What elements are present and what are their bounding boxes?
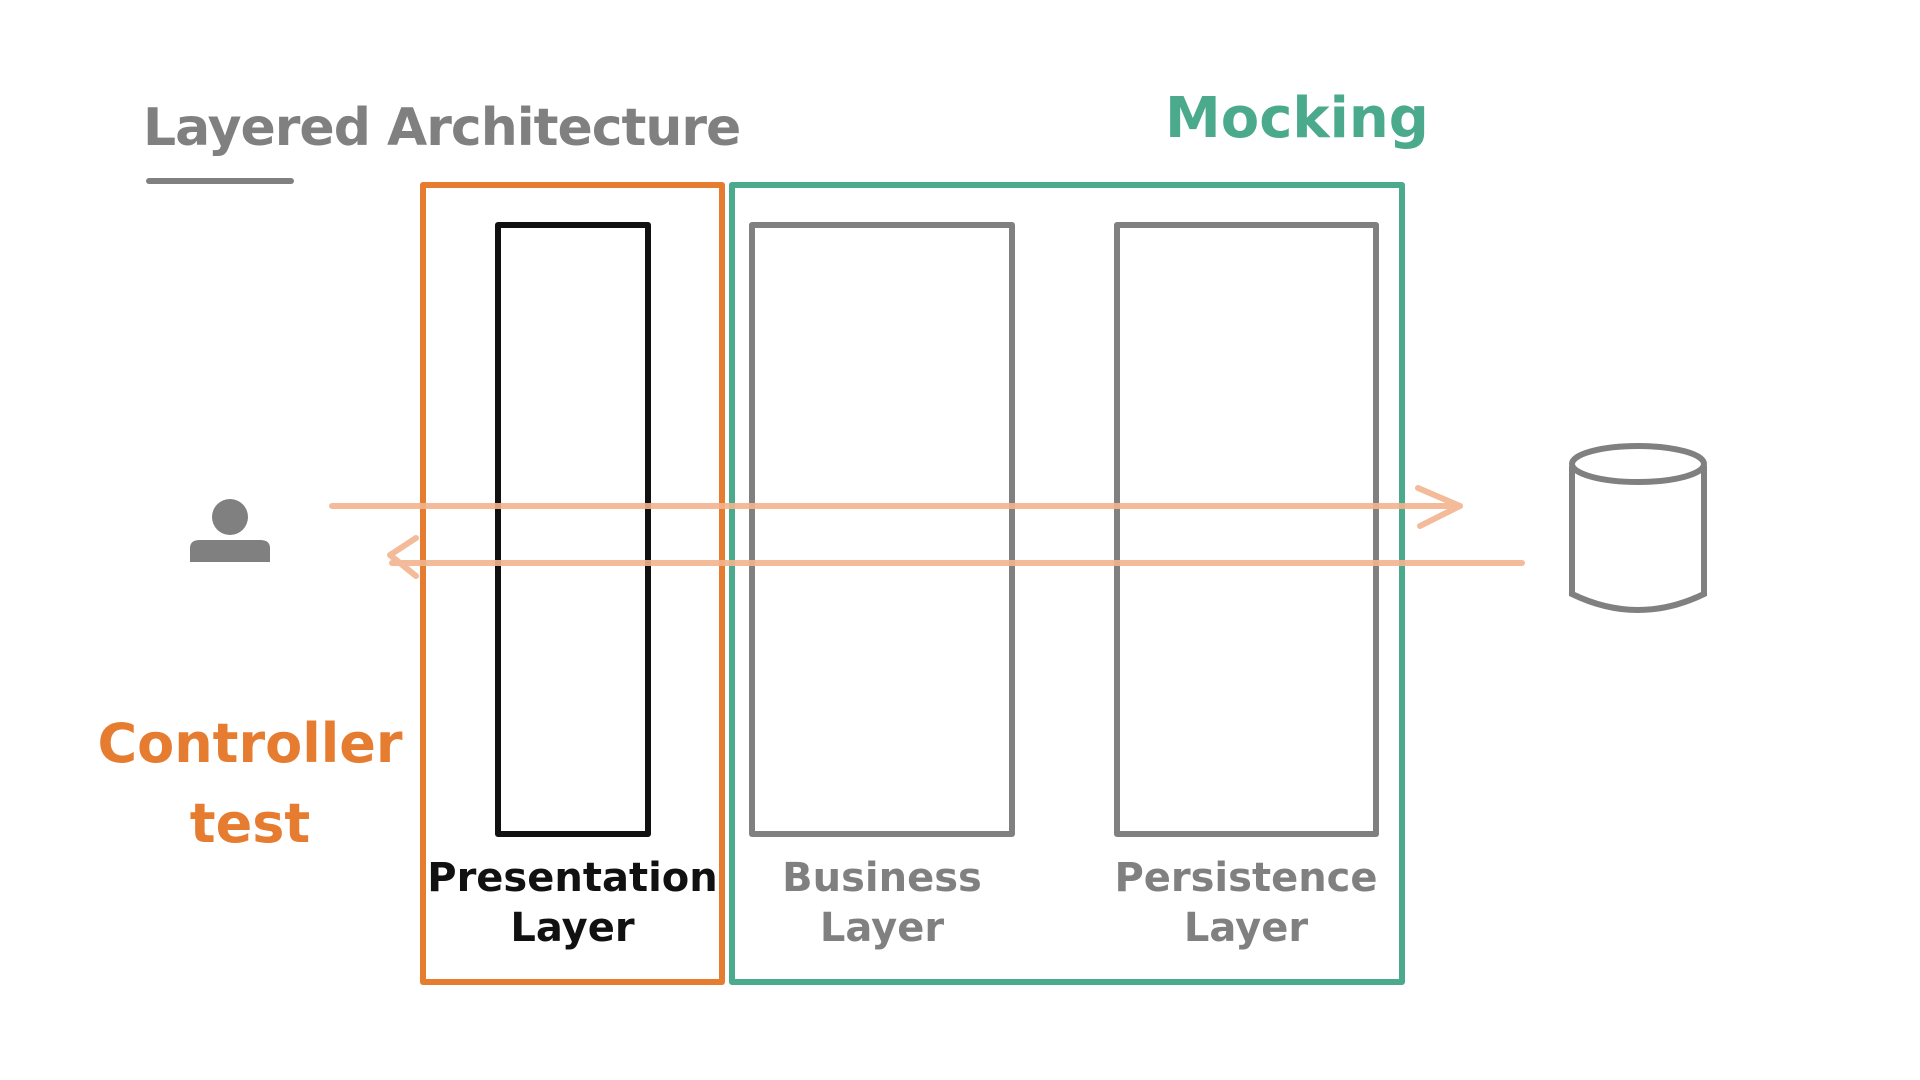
person-icon: [190, 499, 270, 562]
layer-label-line1: Business: [782, 855, 982, 901]
database-cylinder-icon: [1569, 443, 1707, 613]
persistence-layer-box: [1114, 222, 1379, 837]
controller-test-label-line1: Controller: [97, 712, 403, 775]
layer-label-line2: Layer: [510, 905, 635, 951]
presentation-layer-box: [495, 222, 651, 837]
layer-label-line1: Presentation: [427, 855, 718, 901]
controller-test-label-line2: test: [189, 792, 311, 855]
layer-label-line2: Layer: [1183, 905, 1309, 951]
diagram-title: Layered Architecture: [143, 98, 741, 158]
mocking-label: Mocking: [1165, 86, 1429, 151]
layer-label-line1: Persistence: [1114, 855, 1378, 901]
layer-label-line2: Layer: [819, 905, 945, 951]
controller-test-scope-box: [420, 182, 725, 985]
controller-test-label: Controller test: [90, 704, 410, 864]
business-layer-label: Business Layer: [732, 853, 1032, 953]
persistence-layer-label: Persistence Layer: [1096, 853, 1396, 953]
business-layer-box: [749, 222, 1015, 837]
mocking-scope-box: [729, 182, 1405, 985]
presentation-layer-label: Presentation Layer: [420, 853, 725, 953]
title-underline: [146, 178, 294, 184]
